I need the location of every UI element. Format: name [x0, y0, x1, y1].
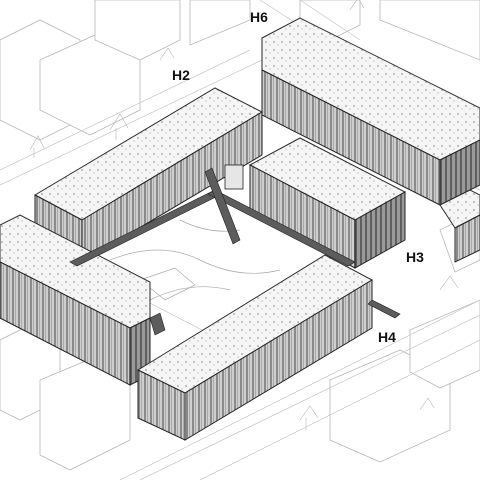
label-h3: H3 — [406, 249, 424, 265]
label-h2: H2 — [172, 67, 190, 83]
label-h6: H6 — [250, 9, 268, 25]
building-h6-annex — [439, 189, 480, 263]
building-h6 — [261, 17, 480, 206]
building-west — [0, 214, 151, 386]
label-h4: H4 — [378, 329, 396, 345]
building-h3 — [248, 137, 407, 269]
building-h4 — [136, 254, 374, 441]
access-galleries — [69, 164, 401, 336]
